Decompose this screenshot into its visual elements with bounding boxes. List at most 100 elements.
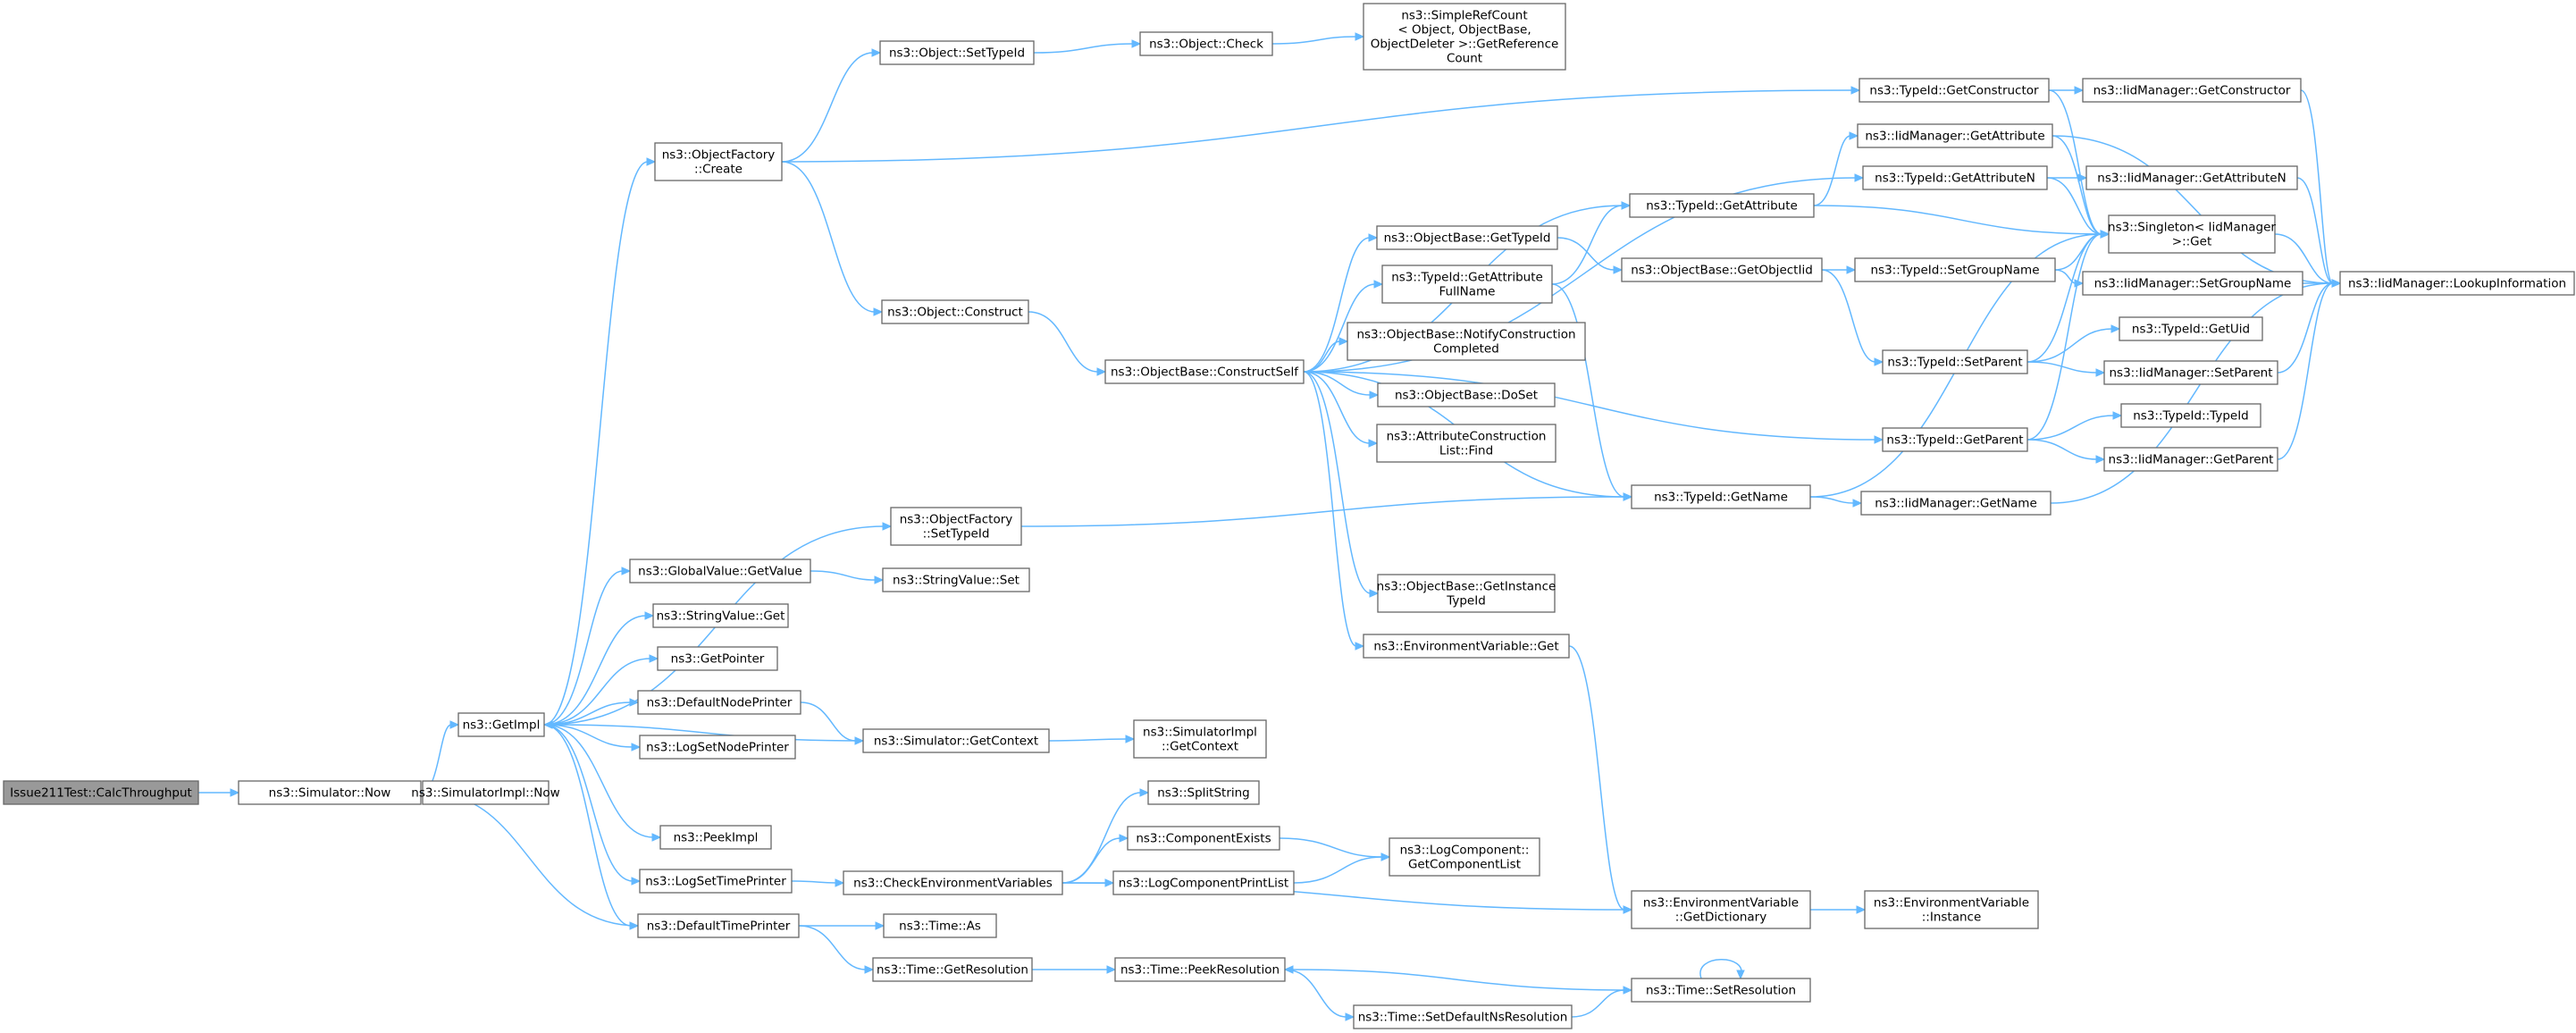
call-edge-n48-n55 <box>2026 328 2113 363</box>
function-node[interactable]: ns3::IidManager::GetAttribute <box>1857 123 2053 148</box>
function-node[interactable]: ns3::Singleton< IidManager >::Get <box>2108 214 2276 254</box>
node-box <box>2108 214 2276 254</box>
node-label: ns3::EnvironmentVariable <box>1643 896 1799 911</box>
node-label: ns3::SimulatorImpl::Now <box>411 786 559 801</box>
function-node[interactable]: ns3::Simulator::Now <box>238 780 422 805</box>
function-node[interactable]: ns3::TypeId::TypeId <box>2120 403 2261 428</box>
function-node[interactable]: ns3::SimpleRefCount< Object, ObjectBase,… <box>1363 3 1566 71</box>
function-node[interactable]: ns3::CheckEnvironmentVariables <box>843 870 1063 895</box>
function-node[interactable]: ns3::LogComponent::GetComponentList <box>1389 837 1540 877</box>
function-node[interactable]: ns3::Time::GetResolution <box>872 957 1033 982</box>
function-node[interactable]: ns3::IidManager::SetParent <box>2103 360 2278 385</box>
node-label: ns3::GetImpl <box>463 718 541 733</box>
function-node[interactable]: ns3::GetImpl <box>457 712 545 737</box>
function-node[interactable]: ns3::ObjectBase::NotifyConstructionCompl… <box>1347 322 1586 361</box>
arrowhead <box>629 698 640 707</box>
function-node[interactable]: ns3::ObjectFactory::Create <box>654 142 783 181</box>
function-node[interactable]: ns3::Time::As <box>883 913 997 938</box>
function-node[interactable]: ns3::EnvironmentVariable::Instance <box>1864 890 2039 929</box>
function-node[interactable]: ns3::TypeId::SetGroupName <box>1854 257 2056 282</box>
function-node[interactable]: ns3::LogComponentPrintList <box>1112 870 1295 895</box>
node-label: ns3::AttributeConstruction <box>1387 430 1547 444</box>
function-node[interactable]: ns3::TypeId::GetAttributeN <box>1862 165 2048 190</box>
node-label: ns3::ComponentExists <box>1136 832 1271 846</box>
function-node[interactable]: ns3::TypeId::GetParent <box>1882 427 2028 452</box>
function-node[interactable]: ns3::TypeId::SetParent <box>1882 349 2028 374</box>
function-node[interactable]: ns3::ComponentExists <box>1127 826 1280 851</box>
function-node[interactable]: ns3::SplitString <box>1147 780 1260 805</box>
function-node[interactable]: ns3::GetPointer <box>657 646 778 671</box>
node-box <box>1133 719 1267 759</box>
function-node[interactable]: ns3::ObjectFactory::SetTypeId <box>890 507 1022 546</box>
function-node[interactable]: ns3::EnvironmentVariable::Get <box>1363 634 1570 659</box>
arrowhead <box>1355 642 1365 651</box>
node-label: ns3::PeekImpl <box>674 831 759 845</box>
node-box <box>637 913 800 938</box>
function-node[interactable]: ns3::Simulator::GetContext <box>862 728 1050 753</box>
function-node[interactable]: ns3::Object::Construct <box>881 299 1029 324</box>
node-label: FullName <box>1439 285 1496 299</box>
call-edge-n24-n26 <box>1279 837 1383 858</box>
function-node[interactable]: ns3::TypeId::GetAttribute <box>1629 193 1815 218</box>
function-node[interactable]: ns3::Time::PeekResolution <box>1114 957 1286 982</box>
node-label: ns3::IidManager::GetAttribute <box>1865 130 2044 144</box>
function-node[interactable]: ns3::DefaultNodePrinter <box>637 690 801 715</box>
call-edge-n18-n49 <box>1303 371 1876 441</box>
arrowhead <box>2100 230 2110 239</box>
call-edge-n14-n15 <box>1033 43 1134 54</box>
call-edge-n18-n38 <box>1303 371 1357 647</box>
arrowhead <box>1096 367 1107 376</box>
function-node[interactable]: ns3::Time::SetResolution <box>1631 978 1811 1003</box>
function-node[interactable]: ns3::Time::SetDefaultNsResolution <box>1353 1004 1573 1029</box>
function-node[interactable]: ns3::IidManager::SetGroupName <box>2082 271 2303 296</box>
function-node[interactable]: ns3::ObjectBase::GetObjectIid <box>1621 257 1823 282</box>
arrowhead <box>1139 788 1150 797</box>
function-node[interactable]: ns3::GlobalValue::GetValue <box>629 558 811 584</box>
function-node[interactable]: ns3::IidManager::GetName <box>1860 491 2052 516</box>
function-node[interactable]: ns3::LogSetTimePrinter <box>639 869 793 894</box>
arrowhead <box>1849 131 1859 140</box>
arrowhead <box>1368 233 1379 242</box>
function-node[interactable]: ns3::TypeId::GetConstructor <box>1859 78 2050 103</box>
function-node[interactable]: ns3::Object::Check <box>1139 31 1273 56</box>
node-label: ns3::ObjectFactory <box>900 513 1013 527</box>
function-node[interactable]: ns3::SimulatorImpl::Now <box>411 780 560 805</box>
node-box <box>1376 225 1558 250</box>
function-node[interactable]: ns3::Object::SetTypeId <box>879 40 1035 65</box>
arrowhead <box>1355 32 1365 41</box>
function-node[interactable]: ns3::IidManager::GetConstructor <box>2082 78 2302 103</box>
function-node[interactable]: ns3::TypeId::GetUid <box>2119 316 2263 341</box>
function-node[interactable]: ns3::PeekImpl <box>659 825 772 850</box>
node-label: ObjectDeleter >::GetReference <box>1371 38 1559 52</box>
call-edge-n18-n34 <box>1303 340 1341 373</box>
function-node[interactable]: ns3::StringValue::Get <box>652 603 789 628</box>
function-node[interactable]: ns3::ObjectBase::GetTypeId <box>1376 225 1558 250</box>
node-box <box>657 646 778 671</box>
node-label: List::Find <box>1439 444 1493 458</box>
call-edge-n58-n59 <box>2277 282 2334 460</box>
function-node[interactable]: ns3::IidManager::GetParent <box>2103 447 2278 472</box>
function-node[interactable]: ns3::TypeId::GetName <box>1631 484 1811 509</box>
function-node[interactable]: Issue211Test::CalcThroughput <box>3 780 199 805</box>
function-node[interactable]: ns3::IidManager::GetAttributeN <box>2085 165 2298 190</box>
function-node[interactable]: ns3::SimulatorImpl::GetContext <box>1133 719 1267 759</box>
call-edge-n15-n16 <box>1271 36 1357 45</box>
arrowhead <box>2112 411 2123 420</box>
function-node[interactable]: ns3::LogSetNodePrinter <box>639 735 796 760</box>
function-node[interactable]: ns3::ObjectBase::DoSet <box>1377 382 1556 407</box>
call-edge-n22-n24 <box>1061 837 1121 884</box>
function-node[interactable]: ns3::StringValue::Set <box>882 567 1030 592</box>
arrowhead <box>651 833 662 842</box>
function-node[interactable]: ns3::ObjectBase::ConstructSelf <box>1104 359 1305 384</box>
node-label: ns3::SimpleRefCount <box>1401 9 1527 23</box>
node-label: ns3::SimulatorImpl <box>1143 726 1257 740</box>
function-node[interactable]: ns3::DefaultTimePrinter <box>637 913 800 938</box>
arrowhead <box>2095 455 2106 464</box>
function-node[interactable]: ns3::EnvironmentVariable::GetDictionary <box>1631 890 1811 929</box>
function-node[interactable]: ns3::IidManager::LookupInformation <box>2339 271 2575 296</box>
node-label: ns3::DefaultNodePrinter <box>647 696 793 710</box>
call-edge-n9-n20 <box>800 701 857 742</box>
